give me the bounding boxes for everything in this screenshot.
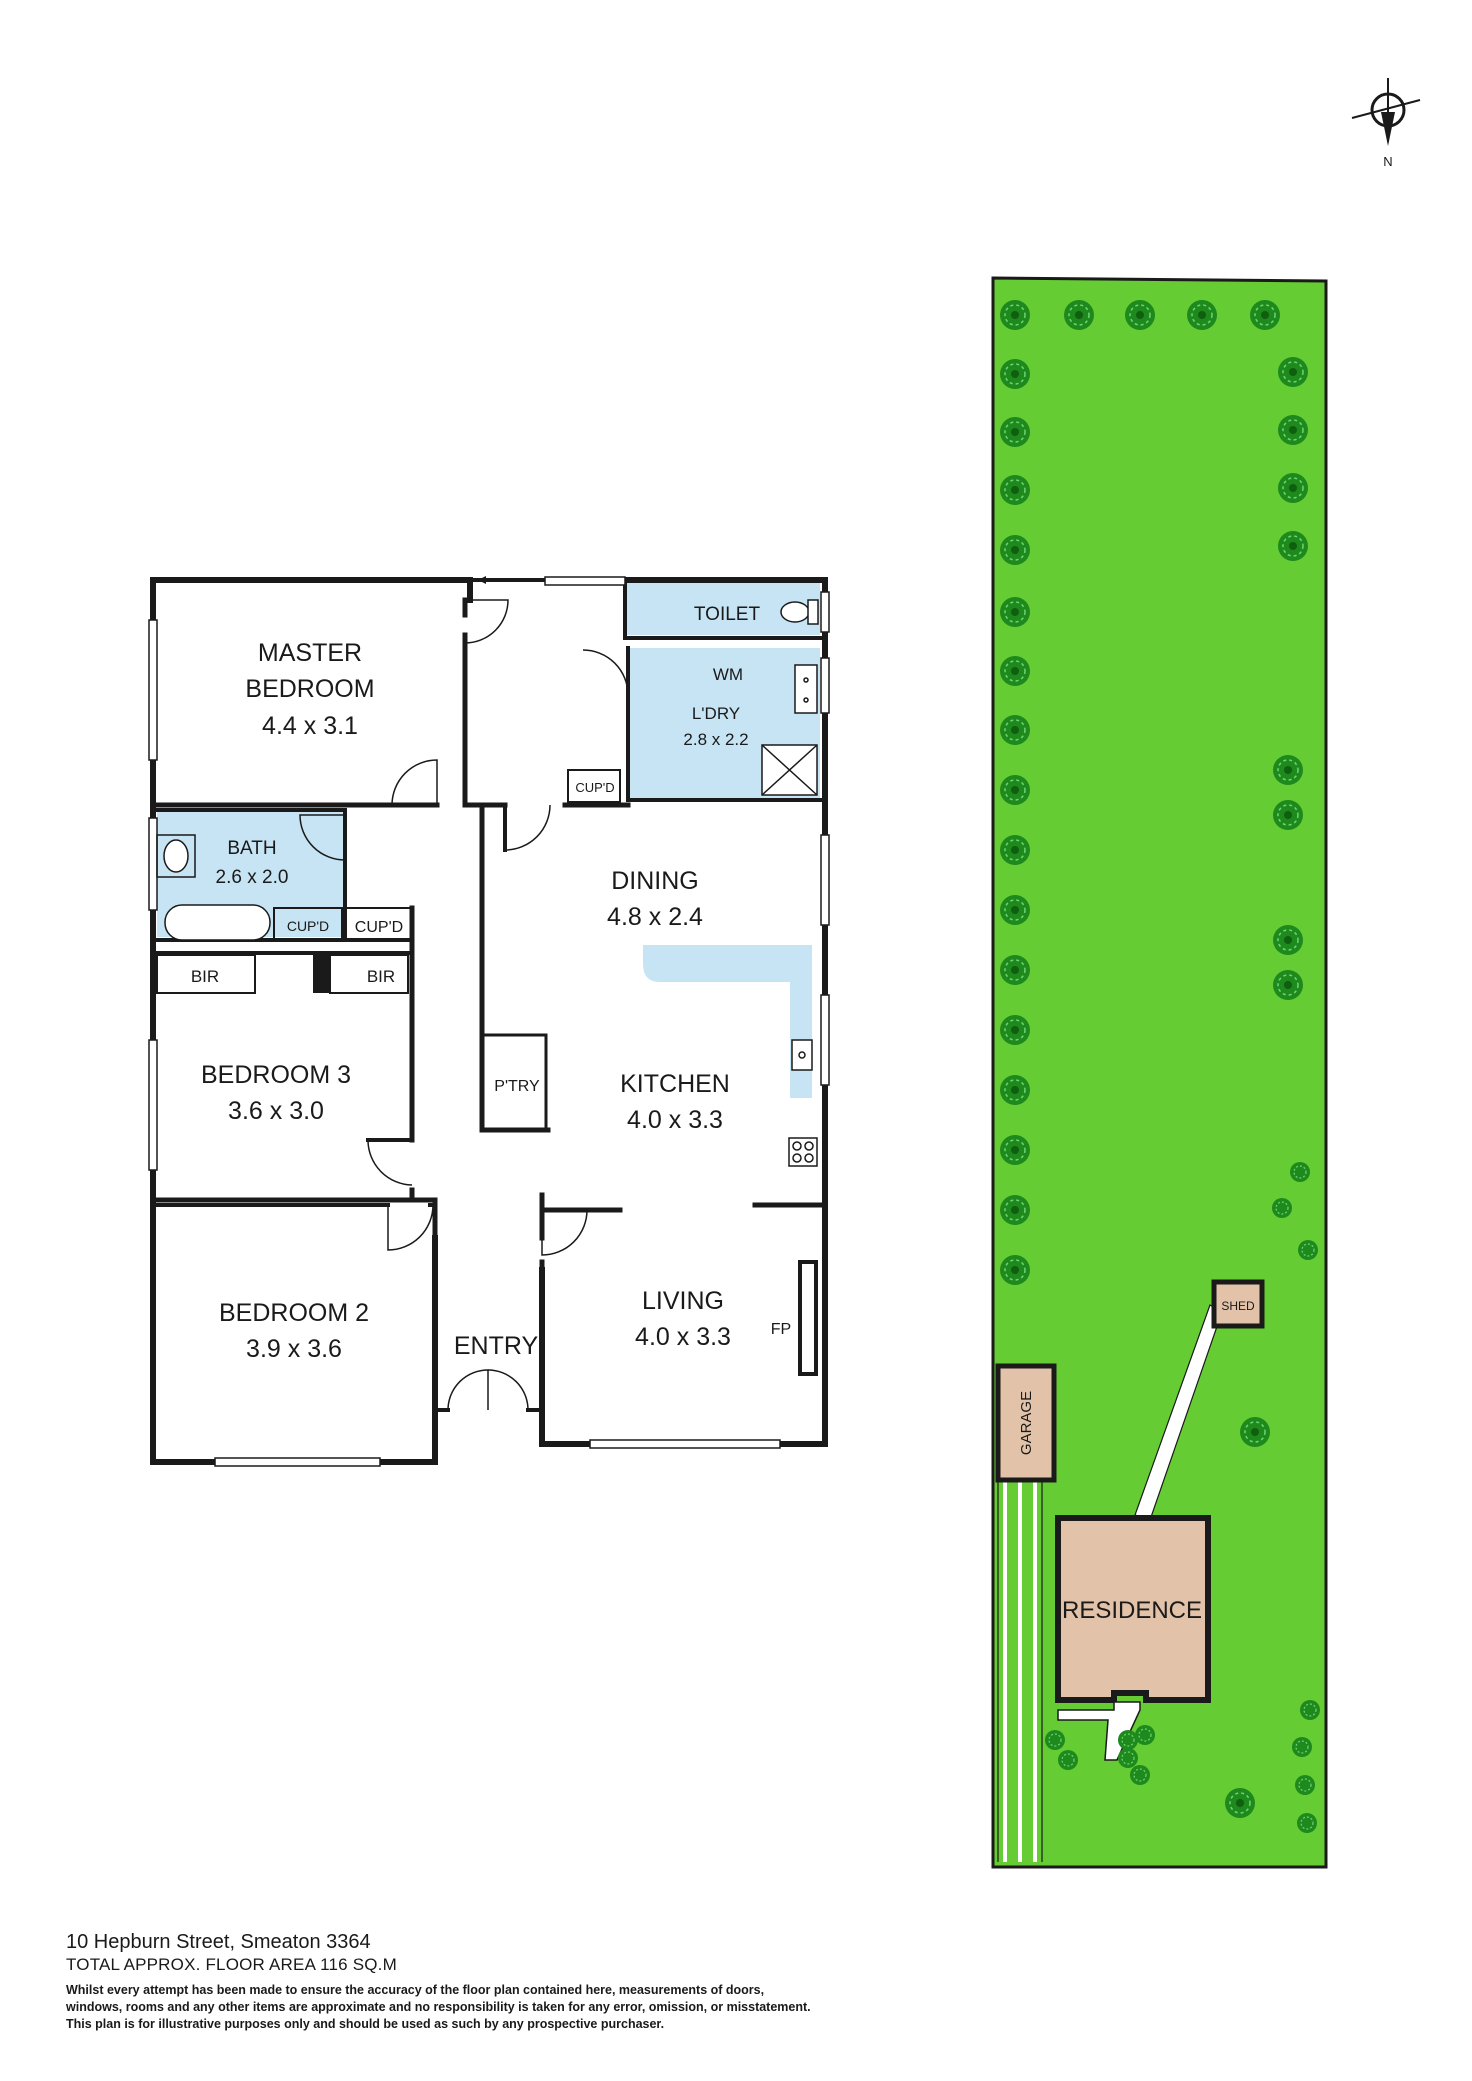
basin-icon <box>163 839 189 873</box>
bedroom2-label: BEDROOM 2 <box>219 1299 369 1327</box>
bedroom3-size: 3.6 x 3.0 <box>228 1097 324 1125</box>
compass-north-label: N <box>1383 154 1392 169</box>
laundry-cupboard-label: CUP'D <box>575 780 614 795</box>
footer: 10 Hepburn Street, Smeaton 3364 TOTAL AP… <box>66 1930 926 2033</box>
compass: N <box>1351 78 1421 169</box>
dining-size: 4.8 x 2.4 <box>607 903 703 931</box>
laundry-label: L'DRY <box>692 704 740 723</box>
master-bedroom-label-2: BEDROOM <box>245 675 374 703</box>
windows <box>148 576 830 1467</box>
living-label: LIVING <box>642 1287 724 1315</box>
wm-label: WM <box>713 665 743 684</box>
driveway <box>1003 1480 1037 1862</box>
bath-label: BATH <box>227 838 276 859</box>
shed-label: SHED <box>1221 1299 1255 1313</box>
toilet-label: TOILET <box>694 604 761 625</box>
disclaimer: Whilst every attempt has been made to en… <box>66 1982 926 2033</box>
residence-label: RESIDENCE <box>1062 1597 1202 1624</box>
kitchen-label: KITCHEN <box>620 1070 730 1098</box>
door-swings <box>299 576 629 1411</box>
disclaimer-line-3: This plan is for illustrative purposes o… <box>66 2017 665 2031</box>
master-bedroom-label-1: MASTER <box>258 639 362 667</box>
kitchen-size: 4.0 x 3.3 <box>627 1106 723 1134</box>
shed-building <box>1211 1279 1265 1329</box>
pantry-label: P'TRY <box>494 1078 540 1095</box>
garage-label: GARAGE <box>1018 1391 1035 1455</box>
cooktop-icon <box>788 1137 818 1167</box>
bir-left-label: BIR <box>191 967 219 986</box>
bath-cupboard-label: CUP'D <box>287 918 329 934</box>
fixtures <box>156 599 819 1167</box>
garage-building <box>995 1363 1057 1483</box>
toilet-bowl-icon <box>780 601 810 623</box>
bathtub-icon <box>164 904 271 941</box>
bir-right-label: BIR <box>367 967 395 986</box>
master-bedroom-size: 4.4 x 3.1 <box>262 712 358 740</box>
bath-size: 2.6 x 2.0 <box>216 867 289 888</box>
property-address: 10 Hepburn Street, Smeaton 3364 <box>66 1931 371 1953</box>
hall-cupboard-label: CUP'D <box>355 919 403 936</box>
laundry-size: 2.8 x 2.2 <box>683 730 748 749</box>
disclaimer-line-2: windows, rooms and any other items are a… <box>66 2000 811 2014</box>
disclaimer-line-1: Whilst every attempt has been made to en… <box>66 1983 765 1997</box>
bedroom2-size: 3.9 x 3.6 <box>246 1335 342 1363</box>
walls <box>150 577 828 1465</box>
lawn <box>991 276 1328 1869</box>
fireplace-label: FP <box>771 1321 791 1338</box>
bedroom3-label: BEDROOM 3 <box>201 1061 351 1089</box>
total-floor-area: TOTAL APPROX. FLOOR AREA 116 SQ.M <box>66 1955 397 1974</box>
site-plan: GARAGE SHED RESIDENCE <box>991 276 1328 1869</box>
laundry-tub-icon <box>794 664 818 714</box>
room-labels: MASTER BEDROOM 4.4 x 3.1 TOILET WM L'DRY… <box>191 604 791 1363</box>
residence-building <box>1055 1515 1211 1703</box>
dining-label: DINING <box>611 867 699 895</box>
entry-label: ENTRY <box>454 1332 539 1360</box>
living-size: 4.0 x 3.3 <box>635 1323 731 1351</box>
